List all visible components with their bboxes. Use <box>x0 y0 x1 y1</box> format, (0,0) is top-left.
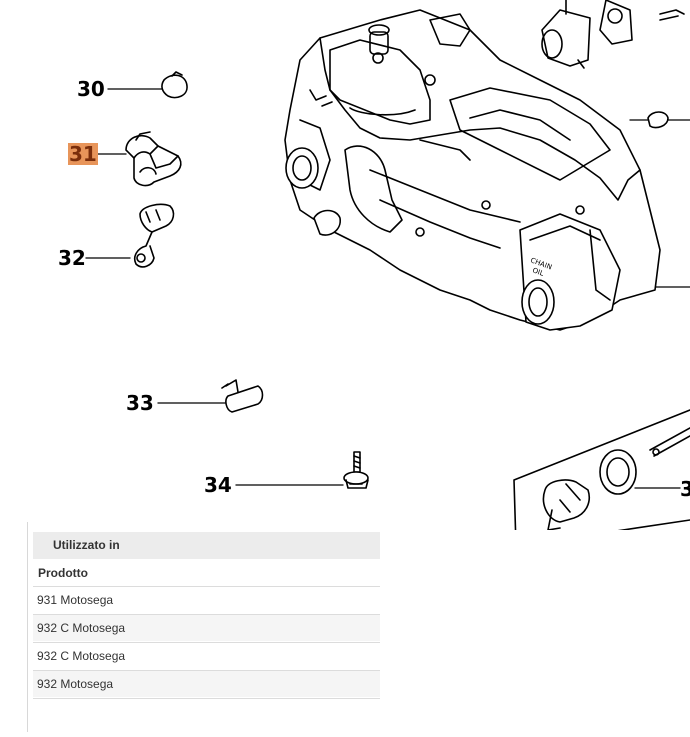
callout-32[interactable]: 32 <box>58 246 86 270</box>
used-in-panel: Utilizzato in Prodotto 931 Motosega 932 … <box>27 522 383 732</box>
column-header-product: Prodotto <box>38 566 88 580</box>
housing-label-line2: OIL <box>531 266 545 277</box>
product-name: 932 Motosega <box>37 677 114 691</box>
table-row[interactable]: 932 Motosega <box>33 670 380 697</box>
table-row[interactable]: 931 Motosega <box>33 586 380 613</box>
callout-30[interactable]: 30 <box>77 77 105 101</box>
table-bottom-divider <box>33 698 380 699</box>
part-32-valve <box>133 203 175 268</box>
part-34-screw <box>343 451 369 489</box>
part-33-plate <box>221 379 264 413</box>
callout-34[interactable]: 34 <box>204 473 232 497</box>
product-name: 932 C Motosega <box>37 649 126 663</box>
callout-33[interactable]: 33 <box>126 391 154 415</box>
product-name: 931 Motosega <box>37 593 114 607</box>
product-name: 932 C Motosega <box>37 621 126 635</box>
part-31-holder <box>125 131 182 187</box>
part-30-cap <box>161 71 188 99</box>
lower-right-detail <box>513 409 690 530</box>
exploded-parts-diagram: CHAIN OIL <box>85 0 690 530</box>
callout-partial[interactable]: 3 <box>680 477 690 501</box>
panel-title: Utilizzato in <box>33 532 380 559</box>
table-row[interactable]: 932 C Motosega <box>33 614 380 641</box>
main-housing <box>284 0 685 331</box>
callout-31[interactable]: 31 <box>68 142 98 166</box>
table-row[interactable]: 932 C Motosega <box>33 642 380 669</box>
